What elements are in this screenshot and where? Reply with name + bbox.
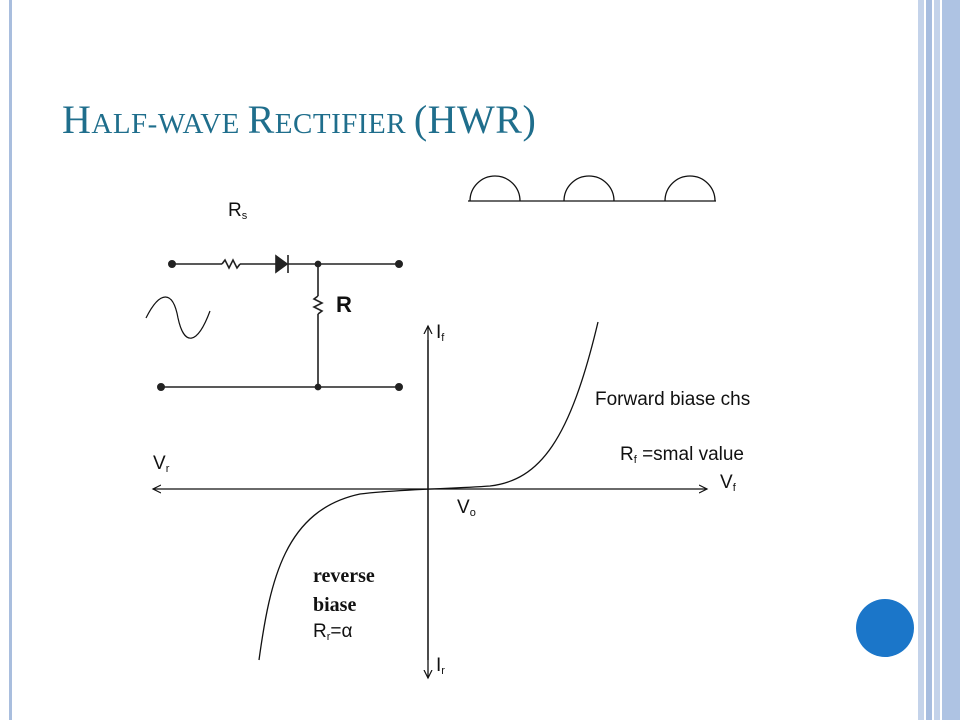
- title-letter-h: H: [62, 97, 92, 142]
- output-waveform: [468, 175, 716, 202]
- rectifier-circuit: [157, 254, 403, 391]
- reverse-resistance-label: Rr=α: [313, 621, 353, 643]
- ir-main: I: [436, 655, 442, 676]
- iv-axes: [153, 326, 707, 678]
- vf-subscript: f: [732, 482, 736, 494]
- right-border-band-1: [918, 0, 924, 720]
- title-small-caps-1: ALF-WAVE: [91, 108, 248, 140]
- input-sine-wave: [145, 296, 211, 339]
- vo-main: V: [457, 497, 470, 518]
- diode-characteristic-curve: [258, 321, 599, 661]
- title-small-caps-2: ECTIFIER: [274, 108, 414, 140]
- rf-main: R: [620, 444, 634, 465]
- rs-subscript: s: [241, 210, 248, 222]
- right-border-band-4: [942, 0, 960, 720]
- terminal-top-left: [168, 259, 177, 268]
- rr-value: =α: [330, 621, 353, 642]
- rr-subscript: r: [326, 631, 331, 643]
- terminal-top-right: [394, 259, 403, 268]
- knee-voltage-label: Vo: [457, 497, 476, 519]
- output-hump-3: [664, 175, 716, 202]
- right-border-band-3: [934, 0, 940, 720]
- vr-main: V: [153, 453, 166, 474]
- title-letter-r: R: [247, 97, 275, 142]
- source-resistance-label: Rs: [228, 200, 247, 222]
- forward-current-label: If: [436, 322, 444, 344]
- terminal-bottom-left: [157, 382, 166, 391]
- forward-bias-caption: Forward biase chs: [595, 389, 751, 410]
- forward-voltage-label: Vf: [720, 472, 736, 494]
- rs-main: R: [228, 200, 242, 221]
- vr-subscript: r: [165, 463, 170, 475]
- terminal-bottom-node: [314, 383, 322, 391]
- output-hump-1: [469, 175, 521, 202]
- title-abbreviation: (HWR): [413, 97, 537, 142]
- reverse-voltage-label: Vr: [153, 453, 169, 475]
- load-resistor: [312, 295, 324, 315]
- rf-subscript: f: [633, 454, 637, 466]
- terminal-bottom-right: [394, 382, 403, 391]
- vo-subscript: o: [469, 507, 476, 519]
- diode-symbol: [275, 254, 289, 274]
- ir-subscript: r: [441, 665, 445, 677]
- forward-resistance-label: Rf =smal value: [620, 444, 744, 466]
- reverse-bias-line-1: reverse: [313, 565, 375, 587]
- right-border-band-2: [926, 0, 932, 720]
- load-resistance-label: R: [336, 292, 352, 317]
- vf-main: V: [720, 472, 733, 493]
- decorative-blue-circle: [856, 599, 914, 657]
- reverse-bias-line-2: biase: [313, 594, 357, 616]
- source-resistor: [221, 258, 241, 270]
- if-subscript: f: [441, 332, 445, 344]
- reverse-current-label: Ir: [436, 655, 445, 677]
- left-border-line: [9, 0, 12, 720]
- slide-title: HALF-WAVE RECTIFIER (HWR): [62, 96, 536, 143]
- rr-main: R: [313, 621, 327, 642]
- if-main: I: [436, 322, 442, 343]
- terminal-top-node: [314, 260, 322, 268]
- output-hump-2: [563, 175, 615, 202]
- rf-value: =smal value: [636, 444, 744, 465]
